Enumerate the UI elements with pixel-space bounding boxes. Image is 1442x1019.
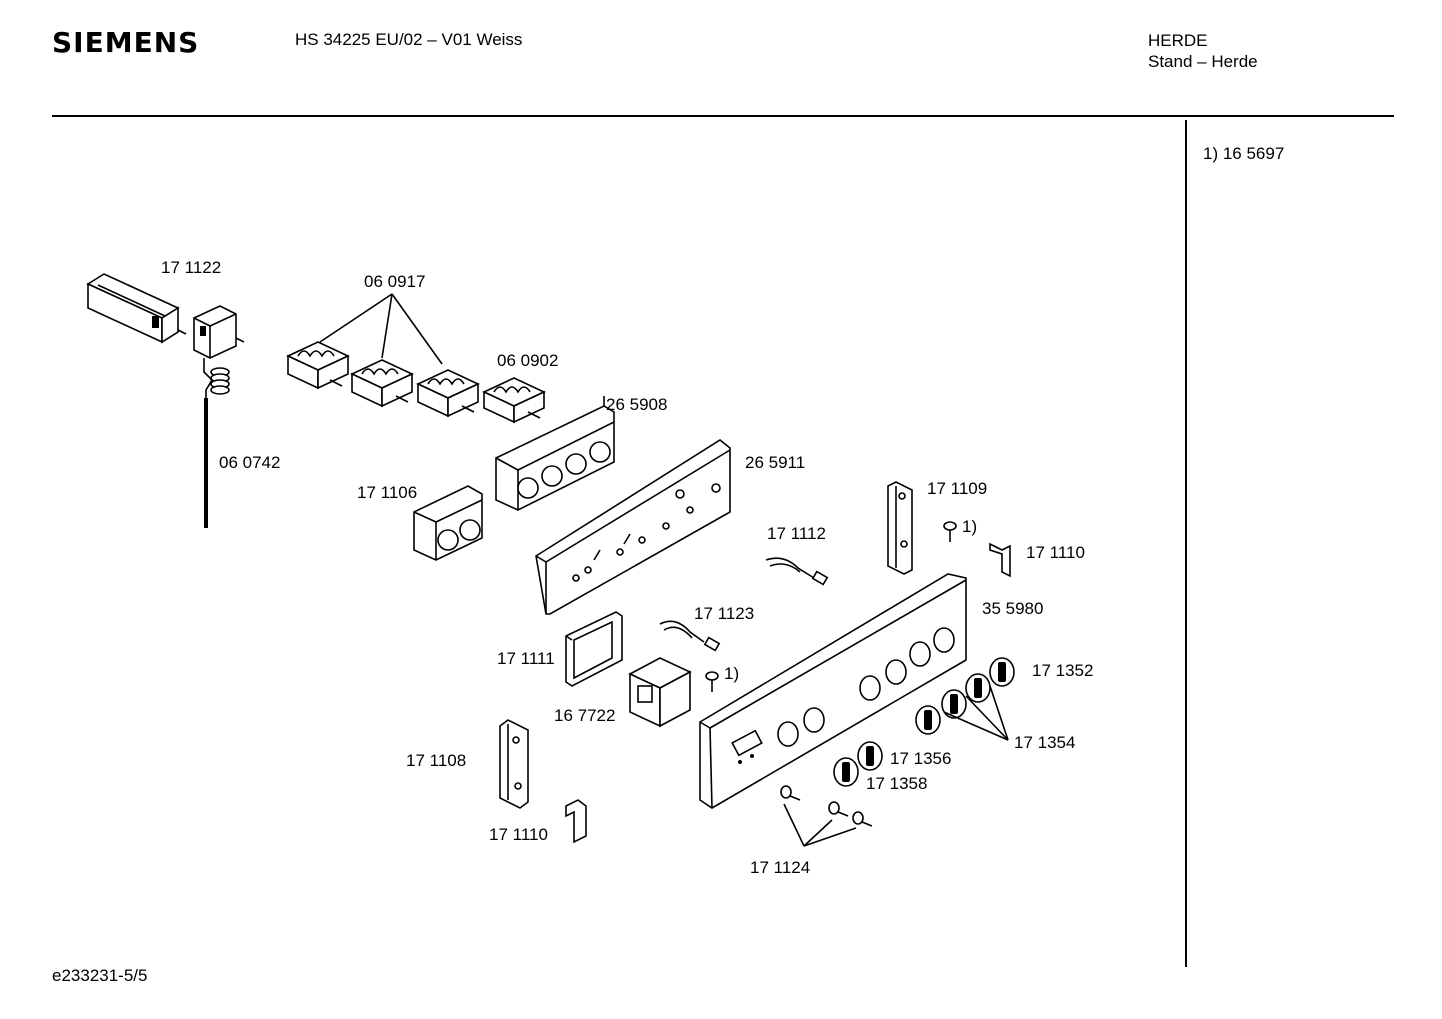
part-label: 16 7722 <box>554 706 615 725</box>
part-knob <box>833 757 859 787</box>
part-knob <box>989 657 1015 687</box>
document-id: e233231-5/5 <box>52 966 148 985</box>
model-title: HS 34225 EU/02 – V01 Weiss <box>295 30 523 49</box>
part-label: 17 1354 <box>1014 733 1075 752</box>
part-label: 1) <box>962 517 977 536</box>
part-label: 17 1122 <box>161 258 221 277</box>
sidebar-divider <box>1185 120 1187 967</box>
footnote-1: 1) 16 5697 <box>1203 144 1285 163</box>
part-cable <box>659 620 721 652</box>
category-block: HERDE Stand – Herde <box>1148 30 1258 72</box>
part-screw <box>780 785 801 801</box>
part-label: 17 1352 <box>1032 661 1093 680</box>
part-label: 17 1123 <box>694 604 754 623</box>
part-mounting-bracket <box>887 481 913 575</box>
part-knob <box>915 705 941 735</box>
part-label: 06 0917 <box>364 272 425 291</box>
part-cable-lamp <box>765 557 829 586</box>
part-selector-switch <box>416 369 480 418</box>
part-label: 06 0742 <box>219 453 280 472</box>
subcategory-label: Stand – Herde <box>1148 52 1258 71</box>
leader-lines <box>319 293 443 365</box>
part-terminal-block <box>86 273 187 344</box>
part-screw <box>828 801 849 817</box>
part-label: 35 5980 <box>982 599 1043 618</box>
part-clip <box>989 542 1011 578</box>
part-label: 26 5911 <box>745 453 805 472</box>
part-label: 17 1106 <box>357 483 417 502</box>
part-screw <box>943 521 957 542</box>
part-label: 1) <box>724 664 739 683</box>
part-screw <box>705 671 719 692</box>
part-label: 17 1110 <box>1026 543 1085 562</box>
part-control-panel-back <box>535 439 731 615</box>
part-label: 17 1108 <box>406 751 466 770</box>
part-switch-bracket <box>495 396 615 511</box>
part-label: 17 1109 <box>927 479 987 498</box>
part-screw <box>852 811 873 827</box>
part-clip <box>565 799 587 844</box>
part-knob <box>941 689 967 719</box>
part-label: 17 1358 <box>866 774 927 793</box>
part-thermostat <box>193 305 245 528</box>
part-selector-switch <box>350 359 414 408</box>
part-selector-switch <box>286 341 350 390</box>
part-front-panel <box>699 573 967 809</box>
part-switch-bracket-small <box>413 485 483 561</box>
brand-logo: SIEMENS <box>52 26 200 59</box>
part-label: 17 1110 <box>489 825 548 844</box>
part-knob <box>857 741 883 771</box>
part-mounting-bracket <box>499 719 529 809</box>
leader-lines <box>783 803 857 847</box>
part-label: 17 1111 <box>497 649 555 668</box>
part-selector-switch <box>482 377 546 424</box>
part-label: 26 5908 <box>606 395 667 414</box>
part-timer-module <box>628 657 692 728</box>
part-label: 17 1356 <box>890 749 951 768</box>
part-display-frame <box>565 611 623 687</box>
leader-lines <box>943 685 1009 741</box>
part-knob <box>965 673 991 703</box>
exploded-parts-diagram: 17 1122 06 0917 06 0902 26 5908 06 0742 … <box>86 258 1093 877</box>
part-label: 06 0902 <box>497 351 558 370</box>
header-divider <box>52 115 1394 117</box>
part-label: 17 1112 <box>767 524 826 543</box>
category-label: HERDE <box>1148 31 1208 50</box>
part-label: 17 1124 <box>750 858 810 877</box>
